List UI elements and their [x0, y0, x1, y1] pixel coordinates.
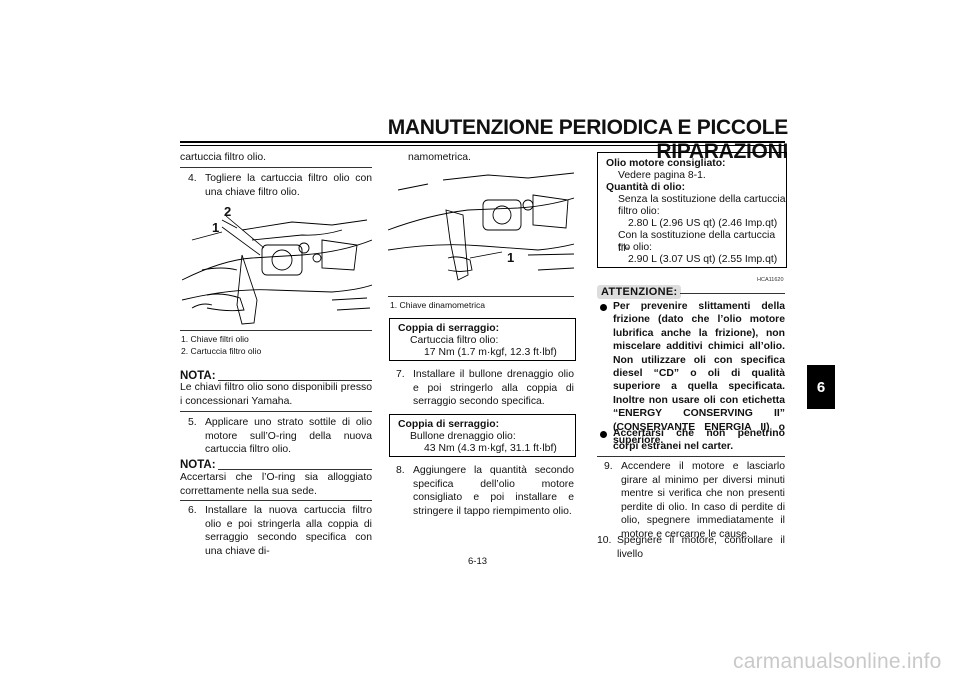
divider	[180, 167, 372, 168]
spec-label: Cartuccia filtro olio:	[410, 335, 499, 346]
attention-item: Per prevenire slittamenti della frizione…	[600, 300, 785, 447]
oil-heading: Olio motore consigliato:	[606, 158, 726, 169]
attention-text: Per prevenire slittamenti della frizione…	[613, 301, 785, 447]
header-rule-thin	[180, 145, 785, 146]
nota-end-rule	[180, 500, 372, 501]
step-7: 7. Installare il bullone drenaggio olio …	[396, 368, 574, 409]
spec-heading: Coppia di serraggio:	[398, 323, 500, 334]
step-text: Spegnere il motore, controllare il livel…	[617, 535, 785, 560]
nota-text: Le chiavi filtro olio sono disponibili p…	[180, 382, 372, 407]
torque-spec-box: Coppia di serraggio: Bullone drenaggio o…	[389, 414, 576, 457]
page-number: 6-13	[468, 556, 488, 567]
step-5: 5. Applicare uno strato sottile di olio …	[188, 416, 372, 457]
step-number: 4.	[188, 173, 197, 184]
with-filter-value: 2.90 L (3.07 US qt) (2.55 Imp.qt)	[628, 254, 778, 265]
torque-wrench-illustration: 1	[387, 170, 575, 294]
col2-intro: namometrica.	[408, 152, 471, 163]
step-9: 9. Accendere il motore e lasciarlo girar…	[604, 460, 785, 542]
step-number: 9.	[604, 461, 613, 472]
col1-intro: cartuccia filtro olio.	[180, 152, 267, 163]
attention-rule	[680, 293, 785, 294]
nota-end-rule	[180, 411, 372, 412]
bullet-icon	[600, 304, 607, 311]
oil-spec-box: Olio motore consigliato: Vedere pagina 8…	[597, 152, 787, 268]
watermark: carmanualsonline.info	[733, 650, 942, 673]
step-text: Accendere il motore e lasciarlo girare a…	[621, 461, 785, 540]
step-text: Aggiungere la quantità secondo specifica…	[413, 465, 574, 517]
step-10: 10. Spegnere il motore, controllare il l…	[597, 534, 785, 561]
nota-heading: NOTA:	[180, 370, 216, 382]
step-number: 8.	[396, 465, 405, 476]
with-filter-label-2: tro olio:	[618, 242, 653, 253]
attention-item: Accertarsi che non penetrino corpi estra…	[600, 427, 785, 454]
reference-code: HCA11620	[757, 277, 784, 283]
nota-text: Accertarsi che l’O-ring sia alloggiato c…	[180, 472, 372, 497]
nota-heading: NOTA:	[180, 459, 216, 471]
spec-label: Bullone drenaggio olio:	[410, 431, 516, 442]
callout-2: 2	[224, 204, 232, 219]
without-filter-value: 2.80 L (2.96 US qt) (2.46 Imp.qt)	[628, 218, 778, 229]
spec-heading: Coppia di serraggio:	[398, 419, 500, 430]
spec-value: 43 Nm (4.3 m·kgf, 31.1 ft·lbf)	[424, 443, 557, 454]
step-text: Installare il bullone drenaggio olio e p…	[413, 369, 574, 408]
nota-rule	[218, 380, 372, 381]
figure-caption-2: 2. Cartuccia filtro olio	[181, 346, 262, 356]
nota-rule	[218, 469, 372, 470]
step-6: 6. Installare la nuova cartuccia filtro …	[188, 504, 372, 558]
oil-filter-wrench-illustration: 1 2	[181, 200, 373, 328]
step-text: Applicare uno strato sottile di olio mot…	[205, 417, 372, 456]
callout-1: 1	[507, 250, 515, 265]
oil-see-page: Vedere pagina 8-1.	[618, 170, 706, 181]
quantity-heading: Quantità di olio:	[606, 182, 686, 193]
attention-label: ATTENZIONE:	[597, 285, 682, 299]
step-number: 5.	[188, 417, 197, 428]
step-number: 6.	[188, 505, 197, 516]
figure-divider	[388, 296, 574, 297]
header-rule	[180, 141, 785, 143]
spec-value: 17 Nm (1.7 m·kgf, 12.3 ft·lbf)	[424, 347, 557, 358]
step-text: Installare la nuova cartuccia filtro oli…	[205, 505, 372, 557]
step-8: 8. Aggiungere la quantità secondo specif…	[396, 464, 574, 518]
attention-end-rule	[597, 456, 785, 457]
without-filter-label: Senza la sostituzione della cartuccia	[618, 194, 786, 205]
bullet-icon	[600, 431, 607, 438]
step-4: 4. Togliere la cartuccia filtro olio con…	[188, 172, 372, 199]
figure-caption: 1. Chiave dinamometrica	[390, 300, 486, 310]
torque-spec-box: Coppia di serraggio: Cartuccia filtro ol…	[389, 318, 576, 361]
figure-caption-1: 1. Chiave filtri olio	[181, 334, 249, 344]
chapter-tab[interactable]: 6	[807, 365, 835, 409]
callout-1: 1	[212, 220, 220, 235]
with-filter-label: Con la sostituzione della cartuccia fil-	[618, 230, 776, 254]
attention-text: Accertarsi che non penetrino corpi estra…	[613, 428, 785, 453]
step-number: 10.	[597, 535, 612, 546]
step-number: 7.	[396, 369, 405, 380]
figure-divider	[180, 330, 372, 331]
without-filter-label-2: filtro olio:	[618, 206, 660, 217]
step-text: Togliere la cartuccia filtro olio con un…	[205, 173, 372, 198]
